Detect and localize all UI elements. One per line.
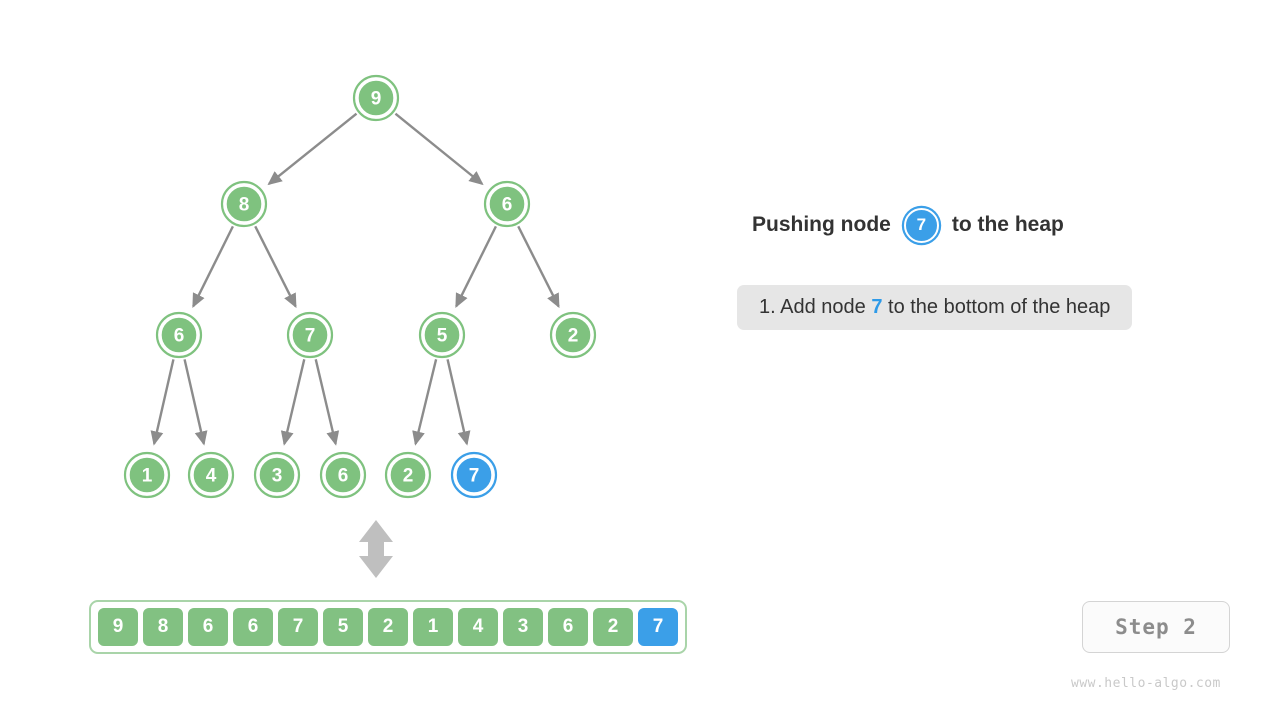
tree-edges-layer [150, 112, 560, 446]
array-cell[interactable]: 2 [592, 607, 634, 647]
tree-node-value: 9 [371, 89, 382, 110]
tree-node-outer-ring [123, 451, 171, 499]
array-cell[interactable]: 7 [637, 607, 679, 647]
array-cell[interactable]: 6 [547, 607, 589, 647]
tree-node[interactable]: 5 [418, 311, 466, 359]
tree-node[interactable]: 2 [549, 311, 597, 359]
tree-edge [183, 359, 208, 446]
tree-node-fill [191, 455, 231, 495]
array-cell[interactable]: 1 [412, 607, 454, 647]
step-counter-label: Step 2 [1115, 615, 1197, 639]
array-cell[interactable]: 7 [277, 607, 319, 647]
tree-node-outer-ring [319, 451, 367, 499]
heading-prefix: Pushing node [752, 213, 891, 236]
tree-node-fill [127, 455, 167, 495]
step-description-box: 1. Add node 7 to the bottom of the heap [737, 285, 1133, 330]
tree-node-value: 3 [272, 466, 283, 487]
tree-node-fill [323, 455, 363, 495]
tree-node-outer-ring [483, 180, 531, 228]
tree-edge [455, 225, 497, 309]
tree-node-fill [224, 184, 264, 224]
tree-node-fill [356, 78, 396, 118]
tree-node-fill [159, 315, 199, 355]
tree-node-value: 2 [403, 466, 414, 487]
heap-tree-diagram: 9 8 6 6 7 5 2 1 4 3 6 2 7 [123, 74, 597, 499]
tree-node-outer-ring [352, 74, 400, 122]
tree-node-outer-ring [418, 311, 466, 359]
tree-node-value: 6 [338, 466, 349, 487]
tree-node-outer-ring [155, 311, 203, 359]
tree-node-outer-ring [384, 451, 432, 499]
info-panel: Pushing node 7 to the heap 1. Add node 7… [737, 205, 1237, 330]
tree-edge [280, 359, 306, 446]
tree-node-outer-ring [450, 451, 498, 499]
array-cell[interactable]: 4 [457, 607, 499, 647]
step-text-after: to the bottom of the heap [882, 296, 1111, 318]
tree-node[interactable]: 7 [286, 311, 334, 359]
tree-node[interactable]: 9 [352, 74, 400, 122]
tree-edge [150, 359, 175, 446]
tree-node-value: 6 [502, 195, 513, 216]
tree-node[interactable]: 8 [220, 180, 268, 228]
array-cell[interactable]: 8 [142, 607, 184, 647]
tree-node-value: 8 [239, 195, 250, 216]
tree-node-fill [257, 455, 297, 495]
array-cell[interactable]: 2 [367, 607, 409, 647]
tree-node[interactable]: 7 [450, 451, 498, 499]
tree-node-fill [487, 184, 527, 224]
tree-node[interactable]: 3 [253, 451, 301, 499]
panel-heading: Pushing node 7 to the heap [737, 205, 1237, 245]
tree-node-outer-ring [253, 451, 301, 499]
tree-node[interactable]: 2 [384, 451, 432, 499]
tree-edge [314, 359, 340, 446]
array-cell[interactable]: 9 [97, 607, 139, 647]
double-arrow-vertical-icon [359, 520, 393, 578]
tree-node-fill [388, 455, 428, 495]
tree-node-outer-ring [549, 311, 597, 359]
tree-edge [412, 359, 438, 446]
tree-node[interactable]: 6 [319, 451, 367, 499]
tree-node-fill [553, 315, 593, 355]
tree-node[interactable]: 6 [155, 311, 203, 359]
tree-node-outer-ring [220, 180, 268, 228]
array-cell[interactable]: 6 [187, 607, 229, 647]
tree-node-fill [290, 315, 330, 355]
step-counter-badge: Step 2 [1082, 601, 1230, 653]
tree-node-outer-ring [286, 311, 334, 359]
heading-suffix: to the heap [951, 213, 1064, 236]
tree-edge [394, 112, 484, 186]
array-cell[interactable]: 6 [232, 607, 274, 647]
tree-node[interactable]: 6 [483, 180, 531, 228]
tree-edge [267, 112, 358, 186]
tree-node-value: 2 [568, 326, 579, 347]
array-cell[interactable]: 3 [502, 607, 544, 647]
tree-node-outer-ring [187, 451, 235, 499]
tree-edge [517, 225, 560, 309]
tree-node[interactable]: 4 [187, 451, 235, 499]
tree-node-value: 6 [174, 326, 185, 347]
tree-node-value: 5 [437, 326, 448, 347]
step-text-accent: 7 [871, 296, 883, 318]
heading-node-badge: 7 [903, 207, 939, 243]
tree-edge [192, 225, 234, 309]
tree-node-fill [422, 315, 462, 355]
site-watermark: www.hello-algo.com [1071, 676, 1221, 691]
tree-nodes-layer: 9 8 6 6 7 5 2 1 4 3 6 2 7 [123, 74, 597, 499]
step-text-before: 1. Add node [759, 296, 872, 318]
tree-node-value: 7 [305, 326, 316, 347]
tree-node-value: 4 [206, 466, 217, 487]
tree-node-value: 1 [142, 466, 153, 487]
tree-node-fill [454, 455, 494, 495]
array-cell[interactable]: 5 [322, 607, 364, 647]
tree-node[interactable]: 1 [123, 451, 171, 499]
tree-node-value: 7 [469, 466, 480, 487]
tree-edge [446, 359, 471, 446]
tree-edge [254, 225, 297, 309]
